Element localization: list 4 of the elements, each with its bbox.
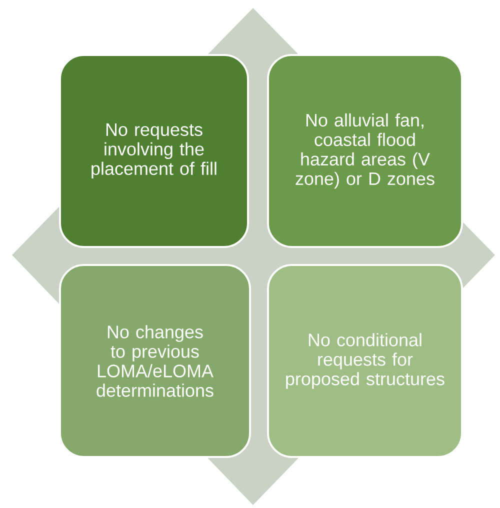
text-box: No conditional requests for proposed structures <box>267 264 463 458</box>
text-box: No requests involving the placement of fill <box>59 54 249 248</box>
text-box: No alluvial fan, coastal flood hazard areas (V zone) or D zones <box>267 54 463 248</box>
text-box: No changes to previous LOMA/eLOMA determinations <box>59 264 251 458</box>
